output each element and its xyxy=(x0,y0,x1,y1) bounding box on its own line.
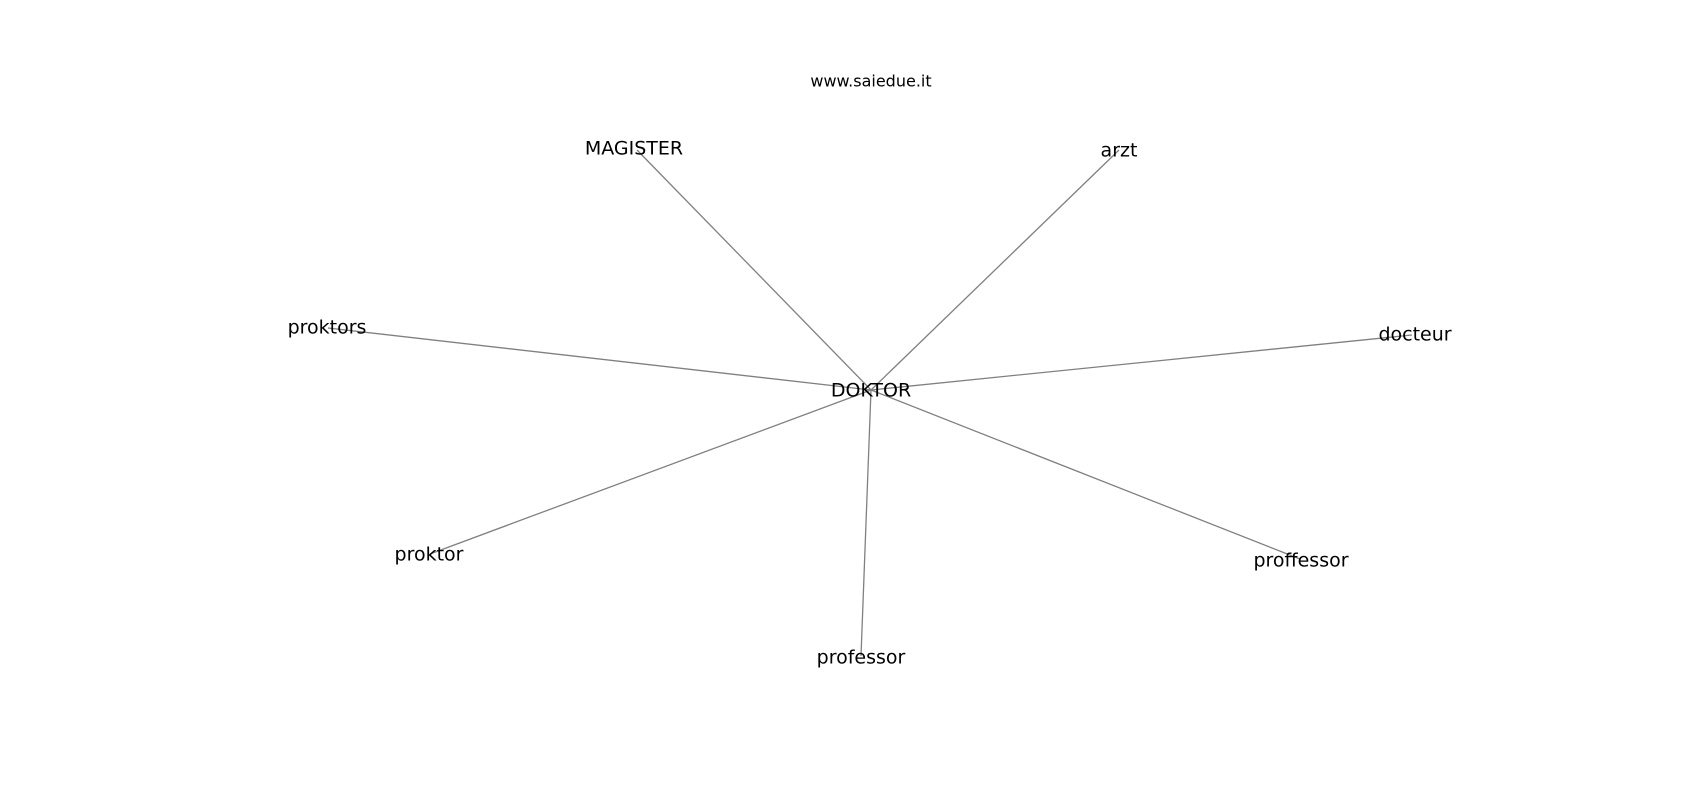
edge-doktor-proktor xyxy=(429,389,872,555)
edge-doktor-arzt xyxy=(870,149,1120,391)
nodes-group: DOKTOR MAGISTER arzt proktors docteur pr… xyxy=(288,138,1452,669)
node-professor: professor xyxy=(817,647,906,669)
node-proktor: proktor xyxy=(395,544,464,566)
node-arzt: arzt xyxy=(1101,140,1138,162)
node-proktors: proktors xyxy=(288,317,367,339)
node-magister: MAGISTER xyxy=(585,138,683,160)
edge-doktor-magister xyxy=(636,149,872,391)
edge-doktor-proffessor xyxy=(870,389,1301,560)
site-watermark: www.saiedue.it xyxy=(810,72,931,91)
node-doktor: DOKTOR xyxy=(831,380,911,402)
edge-doktor-docteur xyxy=(870,334,1413,391)
edge-doktor-professor xyxy=(860,389,872,657)
edges-group xyxy=(327,149,1413,657)
edge-doktor-proktors xyxy=(327,327,872,391)
node-proffessor: proffessor xyxy=(1253,550,1348,572)
node-docteur: docteur xyxy=(1378,324,1451,346)
